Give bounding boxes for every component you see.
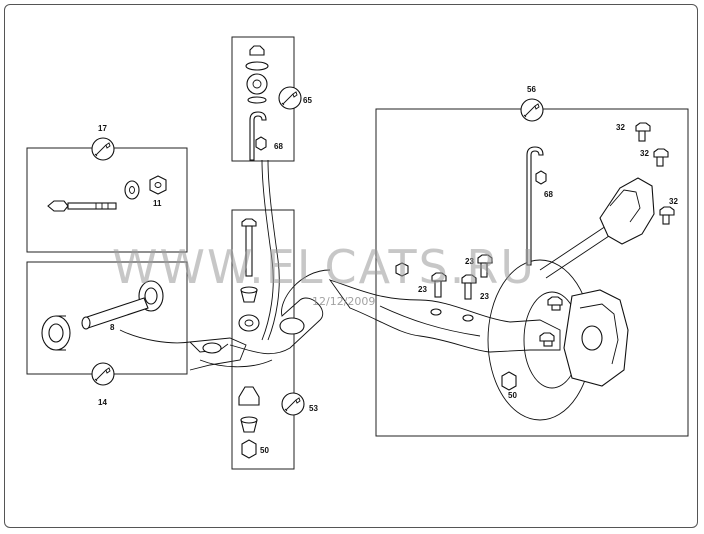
label-17: 17 (98, 124, 107, 133)
lower-cup (240, 416, 258, 433)
lower-arm-left (119, 329, 247, 371)
label-50-right: 50 (508, 391, 517, 400)
label-11: 11 (153, 199, 162, 208)
nut-50-center (241, 439, 257, 459)
top-cap (249, 45, 265, 56)
label-50-center: 50 (260, 446, 269, 455)
label-32-c: 32 (669, 197, 678, 206)
label-32-b: 32 (640, 149, 649, 158)
label-8: 8 (110, 323, 115, 332)
wrench-icon (91, 137, 115, 161)
washer (124, 180, 140, 200)
label-68-right: 68 (544, 190, 553, 199)
wrench-icon (281, 392, 305, 416)
label-32-a: 32 (616, 123, 625, 132)
top-bushing (246, 73, 268, 95)
bolt-32-c (659, 206, 675, 225)
drive-shaft (539, 177, 655, 279)
stabilizer-bar (261, 159, 274, 341)
knuckle-eye (279, 317, 305, 335)
ball-joint-cup (240, 286, 258, 303)
top-washer (245, 61, 269, 71)
label-14: 14 (98, 398, 107, 407)
bushing-pin (81, 297, 149, 330)
ball-joint-bolt (241, 218, 257, 277)
label-23-c: 23 (480, 292, 489, 301)
label-23-a: 23 (465, 257, 474, 266)
nut-11 (149, 175, 167, 195)
wrench-icon (91, 362, 115, 386)
nut-68 (255, 136, 267, 151)
label-53: 53 (309, 404, 318, 413)
nut-small (395, 262, 409, 277)
label-23-b: 23 (418, 285, 427, 294)
label-56: 56 (527, 85, 536, 94)
wrench-icon (278, 86, 302, 110)
bolt-32-a (635, 122, 651, 142)
stabilizer-link-right (526, 146, 544, 266)
bushing-left (41, 315, 71, 351)
upper-control-arm (229, 269, 331, 355)
watermark-text: WWW.ELCATS.RU (112, 240, 536, 294)
ball-joint-nut (238, 314, 260, 332)
knuckle-bolt-upper (547, 296, 563, 311)
long-bolt (47, 200, 117, 212)
label-68-top: 68 (274, 142, 283, 151)
bolt-23-c (461, 274, 477, 300)
box-bolt-group (26, 147, 188, 253)
nut-50-right (501, 371, 517, 391)
bolt-32-b (653, 148, 669, 167)
diagram-frame (4, 4, 698, 528)
brake-caliper (563, 289, 629, 387)
bolt-23-a (477, 254, 493, 278)
date-stamp: 12/12/2009 (312, 295, 375, 308)
wrench-icon (520, 98, 544, 122)
bolt-23-b (431, 272, 447, 298)
stabilizer-link-top (249, 111, 267, 161)
nut-68-right (535, 170, 547, 185)
box-ball-joint (231, 209, 295, 470)
top-lower-washer (247, 96, 267, 104)
label-65: 65 (303, 96, 312, 105)
knuckle-bolt-lower (539, 332, 555, 347)
subframe (328, 279, 561, 353)
spring-seat (238, 386, 260, 406)
